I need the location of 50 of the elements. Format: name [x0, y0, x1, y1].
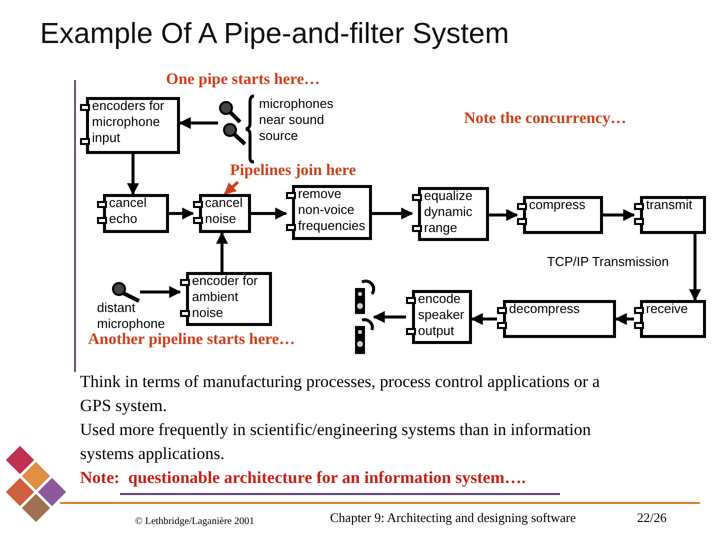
component-box — [634, 300, 706, 338]
component-box — [180, 272, 272, 326]
component-box — [80, 97, 180, 154]
chapter-text: Chapter 9: Architecting and designing software — [330, 510, 576, 526]
arrow — [470, 313, 497, 325]
arrow — [251, 208, 288, 220]
component-box — [193, 194, 251, 233]
box-label: cancel echo — [109, 195, 148, 227]
box-label: receive — [646, 301, 689, 317]
arrow — [489, 209, 518, 221]
box-label: encode speaker output — [418, 291, 466, 339]
arrow — [140, 286, 182, 298]
note-text: Note: questionable architecture for an information system…. — [80, 467, 527, 489]
arrow — [216, 232, 228, 272]
arrow — [372, 311, 406, 323]
arrow — [127, 154, 139, 196]
box-label: remove non-voice frequencies — [298, 186, 366, 234]
arrow — [178, 117, 218, 129]
body-text: Used more frequently in scientific/engineering systems than in information systems applications. — [80, 419, 592, 465]
arrow — [614, 313, 634, 325]
slide-title: Example Of A Pipe-and-filter System — [40, 18, 510, 51]
edge-label: TCP/IP Transmission — [546, 254, 670, 269]
component-box — [286, 185, 372, 240]
box-label: transmit — [646, 197, 694, 213]
arrow — [169, 208, 194, 220]
component-box — [517, 196, 603, 234]
annotation-text: One pipe starts here… — [166, 71, 320, 89]
box-label: compress — [529, 197, 586, 213]
box-label: encoders for microphone input — [92, 98, 166, 146]
arrow — [603, 209, 636, 221]
component-box — [634, 196, 706, 234]
component-box — [406, 290, 472, 344]
arrow — [689, 234, 701, 302]
page-number: 22/26 — [637, 510, 667, 526]
component-box — [412, 187, 489, 241]
box-label: decompress — [509, 301, 581, 317]
annotation-text: Pipelines join here — [230, 162, 356, 180]
box-label: encoder for ambient noise — [192, 273, 259, 321]
copyright-text: © Lethbridge/Laganière 2001 — [135, 516, 254, 527]
box-label: cancel noise — [205, 195, 244, 227]
component-box — [97, 194, 169, 233]
annotation-text: Another pipeline starts here… — [88, 331, 295, 349]
picture-caption: distant microphone — [97, 300, 166, 332]
component-box — [497, 300, 616, 338]
box-label: equalize dynamic range — [424, 188, 474, 236]
leader-arrow — [224, 180, 240, 196]
body-text: Think in terms of manufacturing processes, process control applications or a GPS system. — [80, 371, 601, 417]
arrow — [372, 208, 414, 220]
annotation-text: Note the concurrency… — [464, 110, 626, 128]
microphone-caption: microphones near sound source — [259, 96, 334, 144]
